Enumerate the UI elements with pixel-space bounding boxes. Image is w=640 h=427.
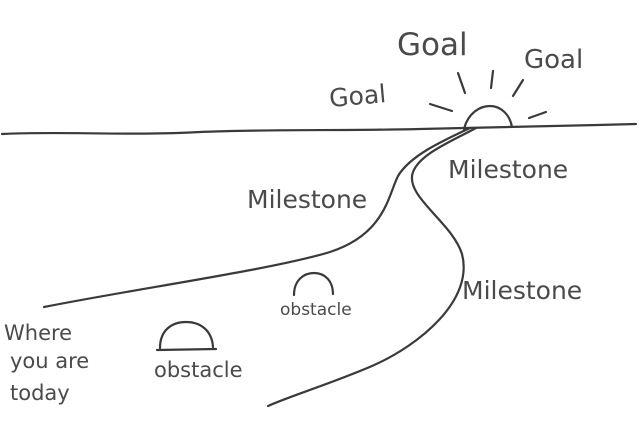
sun-ray bbox=[428, 102, 454, 113]
sun-rays bbox=[428, 69, 548, 120]
horizon-line bbox=[0, 122, 638, 136]
milestone-label-lower-right: Milestone bbox=[462, 276, 582, 305]
goal-label-right: Goal bbox=[524, 45, 583, 75]
obstacle-middle bbox=[292, 271, 335, 297]
goal-label-left: Goal bbox=[328, 79, 387, 113]
obstacle-label-bottom: obstacle bbox=[154, 358, 243, 382]
obstacle-bottom bbox=[155, 320, 218, 352]
road-right-edge bbox=[266, 126, 478, 408]
milestone-label-upper-right: Milestone bbox=[448, 155, 568, 184]
start-label-line3: today bbox=[10, 381, 70, 405]
obstacle-label-middle: obstacle bbox=[280, 300, 352, 320]
sun-ray bbox=[489, 69, 495, 90]
sun-ray bbox=[511, 78, 525, 98]
goal-label-top: Goal bbox=[397, 27, 468, 63]
milestone-label-left: Milestone bbox=[247, 185, 367, 214]
sun-arc bbox=[462, 104, 514, 131]
start-label-line1: Where bbox=[4, 321, 72, 345]
start-label-line2: you are bbox=[10, 349, 89, 373]
road-left-edge bbox=[42, 126, 472, 309]
sun-ray bbox=[527, 110, 548, 120]
sun-ray bbox=[456, 71, 467, 95]
